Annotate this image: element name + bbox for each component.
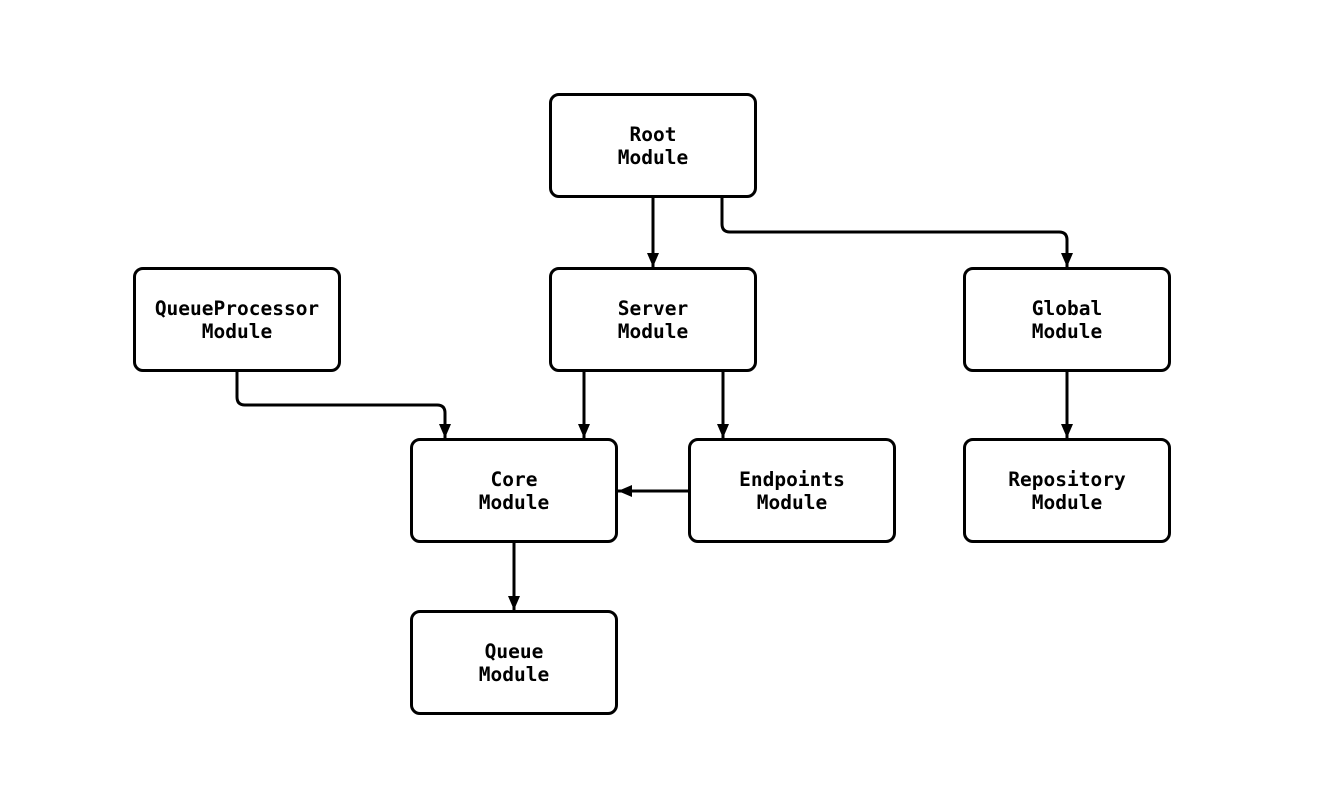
node-label: Queue	[484, 639, 544, 663]
node-label: Server	[617, 296, 689, 320]
node-core-module: Core Module	[410, 438, 618, 543]
node-label: Global	[1031, 296, 1103, 320]
node-label: Module	[1031, 319, 1103, 343]
node-label: Repository	[1008, 467, 1126, 491]
node-repository-module: Repository Module	[963, 438, 1171, 543]
node-label: Module	[478, 662, 550, 686]
node-label: Module	[1031, 490, 1103, 514]
node-root-module: Root Module	[549, 93, 757, 198]
node-endpoints-module: Endpoints Module	[688, 438, 896, 543]
node-server-module: Server Module	[549, 267, 757, 372]
node-label: Module	[201, 319, 273, 343]
edge-root-to-global	[720, 198, 1073, 267]
node-queue-module: Queue Module	[410, 610, 618, 715]
node-global-module: Global Module	[963, 267, 1171, 372]
node-label: Endpoints	[739, 467, 845, 491]
edge-queueprocessor-to-core	[235, 372, 451, 438]
node-label: Module	[478, 490, 550, 514]
node-label: Module	[617, 145, 689, 169]
node-label: QueueProcessor	[154, 296, 320, 320]
node-label: Module	[756, 490, 828, 514]
node-label: Module	[617, 319, 689, 343]
node-label: Core	[490, 467, 538, 491]
node-label: Root	[629, 122, 677, 146]
node-queueprocessor-module: QueueProcessor Module	[133, 267, 341, 372]
